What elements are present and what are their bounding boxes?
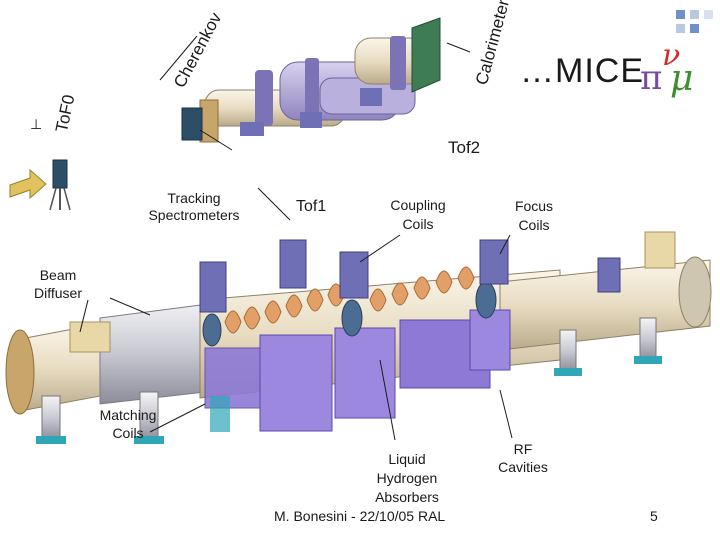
label-tracking-spectrometers: Tracking Spectrometers	[148, 190, 240, 223]
label-tof1: Tof1	[296, 198, 327, 215]
leader-lines	[79, 35, 513, 441]
decor-square-4	[676, 24, 685, 33]
upper-beamline	[9, 17, 441, 211]
label-liquid-hydrogen-absorbers: Liquid Hydrogen Absorbers	[375, 451, 439, 505]
label-beam-diffuser: Beam Diffuser	[34, 267, 82, 301]
footer-text: M. Bonesini - 22/10/05 RAL	[274, 508, 446, 524]
label-matching-coils: Matching Coils	[99, 407, 157, 441]
decor-square-5	[690, 24, 699, 33]
mice-logo-icon: ν π μ	[640, 38, 694, 99]
label-coupling-coils: Coupling Coils	[390, 197, 446, 232]
lower-beamline	[5, 231, 712, 444]
page-number: 5	[650, 508, 658, 524]
decor-square-3	[704, 10, 713, 19]
label-focus-coils: Focus Coils	[514, 198, 554, 233]
tof0-marker: ⊥	[30, 116, 43, 132]
decor-square-2	[690, 10, 699, 19]
label-rf-cavities: RF Cavities	[498, 441, 548, 475]
label-tof2: Tof2	[448, 138, 481, 157]
decor-square-1	[676, 10, 685, 19]
slide-title: …MICE	[520, 52, 644, 90]
